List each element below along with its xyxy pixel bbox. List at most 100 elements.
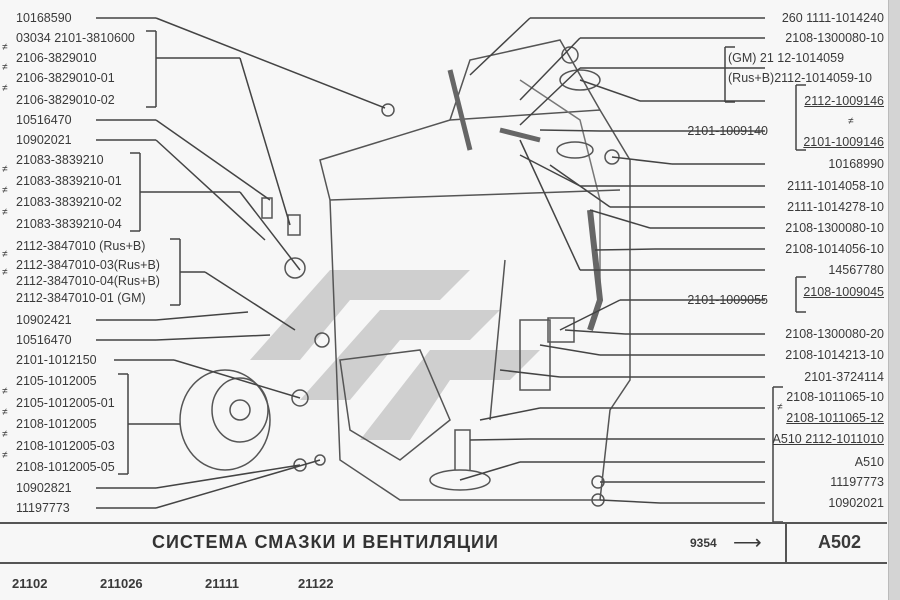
leader-line	[155, 459, 321, 509]
part-number-label: 2108-1014056-10	[785, 242, 884, 256]
part-number-label: 2111-1014278-10	[787, 200, 884, 214]
not-equal-symbol: ≠	[2, 207, 8, 218]
part-number-label: 2112-3847010 (Rus+B)	[16, 239, 146, 253]
part-number-label: 10902021	[16, 133, 72, 147]
part-number-label: 2101-1009146	[803, 135, 884, 149]
part-number-label: A510	[854, 455, 884, 469]
not-equal-symbol: ≠	[2, 407, 8, 418]
leader-line	[204, 271, 296, 331]
leader-line	[239, 57, 291, 226]
part-number-label: 10168590	[16, 11, 72, 25]
leader-line	[559, 299, 621, 331]
not-equal-symbol: ≠	[2, 267, 8, 278]
part-number-label: 03034 2101-3810600	[16, 31, 135, 45]
leader-line	[564, 329, 626, 335]
part-number-label: 10902821	[16, 481, 72, 495]
leader-line	[155, 139, 266, 241]
leader-line	[479, 407, 541, 421]
leader-line	[469, 17, 531, 76]
leader-line	[155, 17, 386, 109]
part-number-label: 2108-1300080-10	[785, 221, 884, 235]
leader-line	[173, 359, 301, 399]
leader-line	[519, 37, 581, 101]
model-code: 21122	[298, 576, 334, 591]
model-code: 211026	[100, 576, 143, 591]
part-number-label: 10516470	[16, 113, 72, 127]
divider	[785, 524, 787, 562]
part-number-label: (Rus+B)2112-1014059-10	[728, 71, 872, 85]
leader-line	[155, 334, 271, 341]
leader-line	[519, 139, 581, 271]
leader-line	[579, 79, 641, 102]
part-number-label: 2101-1009055	[687, 293, 768, 307]
leader-line	[469, 438, 531, 441]
part-number-label: 2108-1300080-20	[785, 327, 884, 341]
part-number-label: 2112-3847010-03(Rus+B)	[16, 258, 160, 272]
part-number-label: 2111-1014058-10	[787, 179, 884, 193]
part-number-label: 2108-1012005	[16, 417, 97, 431]
part-number-label: 21083-3839210-04	[16, 217, 122, 231]
part-number-label: 11197773	[830, 475, 884, 489]
part-number-label: A510 2112-1011010	[772, 432, 884, 446]
part-number-label: 10168990	[828, 157, 884, 171]
leader-line	[155, 311, 249, 321]
sheet-number: A502	[818, 532, 862, 552]
part-number-label: 21083-3839210-02	[16, 195, 122, 209]
leader-line	[549, 164, 611, 208]
part-number-label: 11197773	[16, 501, 70, 515]
part-number-label: 2112-3847010-01 (GM)	[16, 291, 146, 305]
part-number-label: 14567780	[828, 263, 884, 277]
not-equal-symbol: ≠	[2, 83, 8, 94]
model-code: 21111	[205, 576, 239, 591]
part-number-label: 2108-1009045	[803, 285, 884, 299]
leader-line	[539, 344, 601, 356]
engine-block	[179, 39, 631, 507]
part-number-label: 2112-1009146	[804, 94, 884, 108]
part-number-label: 2106-3829010-02	[16, 93, 115, 107]
part-number-label: 260 1111-1014240	[781, 11, 884, 25]
leader-line	[155, 119, 271, 201]
part-number-label: 10902021	[828, 496, 884, 510]
not-equal-symbol: ≠	[777, 402, 783, 413]
leader-lines	[96, 17, 806, 523]
not-equal-symbol: ≠	[2, 164, 8, 175]
not-equal-symbol: ≠	[2, 429, 8, 440]
leader-line	[599, 499, 661, 504]
part-number-label: 2106-3829010-01	[16, 71, 115, 85]
leader-line	[499, 369, 561, 378]
part-number-label: 2108-1300080-10	[785, 31, 884, 45]
part-number-label: 2105-1012005	[16, 374, 97, 388]
not-equal-symbol: ≠	[2, 42, 8, 53]
not-equal-symbol: ≠	[2, 386, 8, 397]
leader-line	[239, 191, 301, 271]
section-title: СИСТЕМА СМАЗКИ И ВЕНТИЛЯЦИИ	[152, 532, 499, 552]
part-number-label: 21083-3839210	[16, 153, 104, 167]
part-number-label: 2108-1012005-03	[16, 439, 115, 453]
part-number-label: 2108-1012005-05	[16, 460, 115, 474]
scrollbar[interactable]	[888, 0, 900, 600]
not-equal-symbol: ≠	[2, 62, 8, 73]
arrow-right-icon: ⟶	[733, 532, 762, 554]
not-equal-symbol: ≠	[2, 249, 8, 260]
not-equal-symbol: ≠	[2, 185, 8, 196]
part-number-label: 2112-3847010-04(Rus+B)	[16, 274, 160, 288]
leader-line	[155, 464, 301, 489]
not-equal-symbol: ≠	[2, 450, 8, 461]
leader-line	[611, 156, 673, 165]
leader-line	[594, 248, 656, 251]
part-number-label: 2106-3829010	[16, 51, 97, 65]
not-equal-symbol: ≠	[848, 116, 854, 127]
leader-line	[589, 209, 651, 229]
part-number-label: 2101-1009140	[687, 124, 768, 138]
part-number-label: 2108-1014213-10	[785, 348, 884, 362]
leader-line	[519, 67, 581, 126]
part-number-label: 10902421	[16, 313, 72, 327]
model-code: 21102	[12, 576, 48, 591]
reference-number: 9354	[690, 536, 717, 550]
part-number-label: 2101-3724114	[804, 370, 884, 384]
part-number-label: (GM) 21 12-1014059	[728, 51, 845, 65]
part-number-label: 2105-1012005-01	[16, 396, 115, 410]
part-number-label: 21083-3839210-01	[16, 174, 122, 188]
